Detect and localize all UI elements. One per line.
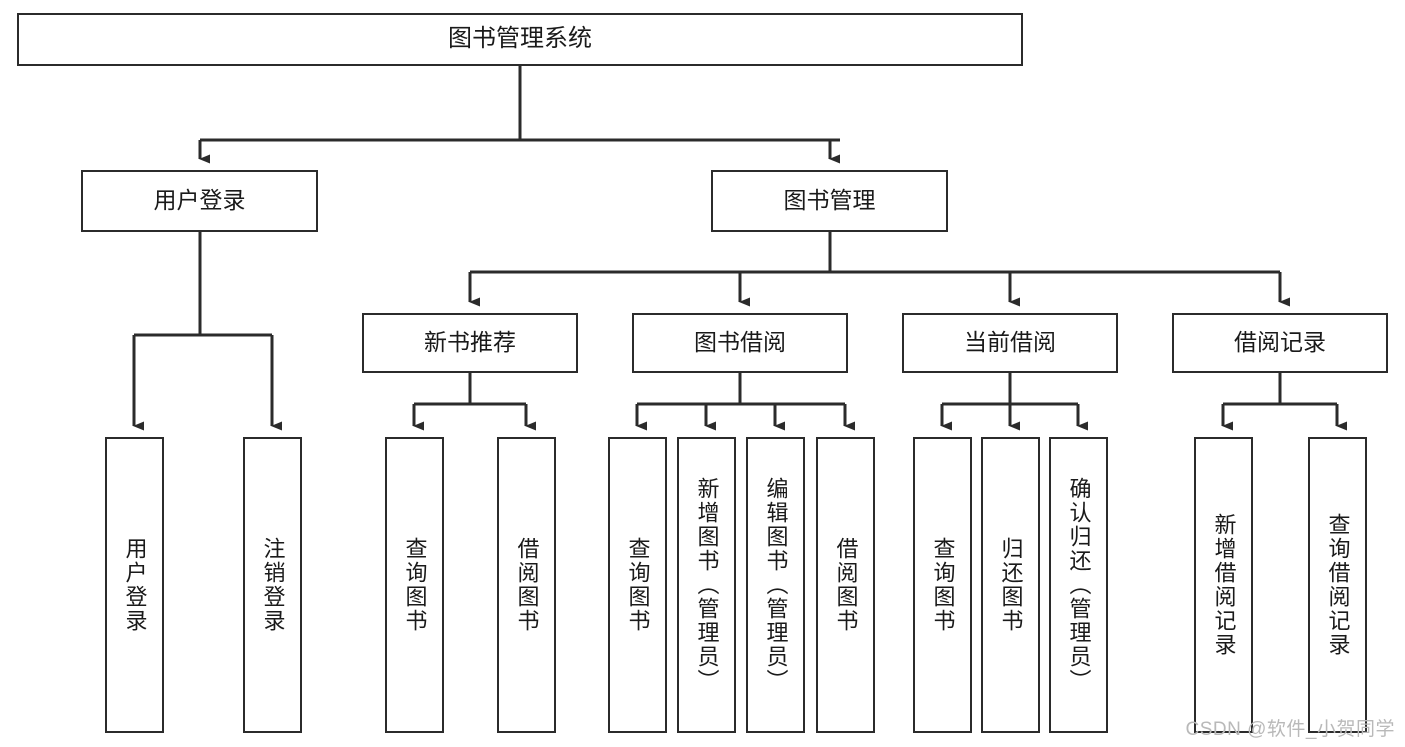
node-borrowing-record[interactable]: 借阅记录 bbox=[1172, 313, 1388, 373]
node-label: 查询图书 bbox=[930, 537, 956, 633]
node-label: 借阅图书 bbox=[833, 537, 859, 633]
node-label: 图书管理 bbox=[783, 187, 876, 214]
leaf-confirm-return-admin[interactable]: 确认归还（管理员） bbox=[1049, 437, 1108, 733]
leaf-borrow-book-new-rec[interactable]: 借阅图书 bbox=[497, 437, 556, 733]
csdn-watermark: CSDN @软件_小贺同学 bbox=[1185, 719, 1395, 740]
node-book-borrowing[interactable]: 图书借阅 bbox=[632, 313, 848, 373]
node-label: 用户登录 bbox=[122, 537, 148, 633]
leaf-edit-book-admin[interactable]: 编辑图书（管理员） bbox=[746, 437, 805, 733]
node-label: 新增图书（管理员） bbox=[694, 477, 720, 693]
leaf-logout[interactable]: 注销登录 bbox=[243, 437, 302, 733]
node-label: 新书推荐 bbox=[424, 329, 516, 356]
leaf-query-borrow-record[interactable]: 查询借阅记录 bbox=[1308, 437, 1367, 733]
node-label: 借阅图书 bbox=[514, 537, 540, 633]
node-book-management[interactable]: 图书管理 bbox=[711, 170, 948, 232]
node-user-login[interactable]: 用户登录 bbox=[81, 170, 318, 232]
leaf-borrow-book-borrowing[interactable]: 借阅图书 bbox=[816, 437, 875, 733]
node-root-book-management-system[interactable]: 图书管理系统 bbox=[17, 13, 1023, 66]
node-new-book-recommendation[interactable]: 新书推荐 bbox=[362, 313, 578, 373]
leaf-add-book-admin[interactable]: 新增图书（管理员） bbox=[677, 437, 736, 733]
node-label: 当前借阅 bbox=[964, 329, 1056, 356]
node-label: 用户登录 bbox=[153, 187, 246, 214]
node-label: 注销登录 bbox=[260, 537, 286, 633]
node-label: 查询图书 bbox=[625, 537, 651, 633]
node-label: 图书借阅 bbox=[694, 329, 786, 356]
leaf-user-login[interactable]: 用户登录 bbox=[105, 437, 164, 733]
node-label: 新增借阅记录 bbox=[1211, 513, 1237, 657]
node-label: 图书管理系统 bbox=[448, 25, 592, 53]
leaf-query-book-current[interactable]: 查询图书 bbox=[913, 437, 972, 733]
node-label: 编辑图书（管理员） bbox=[763, 477, 789, 693]
node-label: 确认归还（管理员） bbox=[1066, 477, 1092, 693]
leaf-query-book-new-rec[interactable]: 查询图书 bbox=[385, 437, 444, 733]
leaf-return-book[interactable]: 归还图书 bbox=[981, 437, 1040, 733]
leaf-query-book-borrowing[interactable]: 查询图书 bbox=[608, 437, 667, 733]
node-label: 归还图书 bbox=[998, 537, 1024, 633]
node-label: 查询图书 bbox=[402, 537, 428, 633]
node-current-borrowing[interactable]: 当前借阅 bbox=[902, 313, 1118, 373]
node-label: 查询借阅记录 bbox=[1325, 513, 1351, 657]
node-label: 借阅记录 bbox=[1234, 329, 1326, 356]
leaf-add-borrow-record[interactable]: 新增借阅记录 bbox=[1194, 437, 1253, 733]
